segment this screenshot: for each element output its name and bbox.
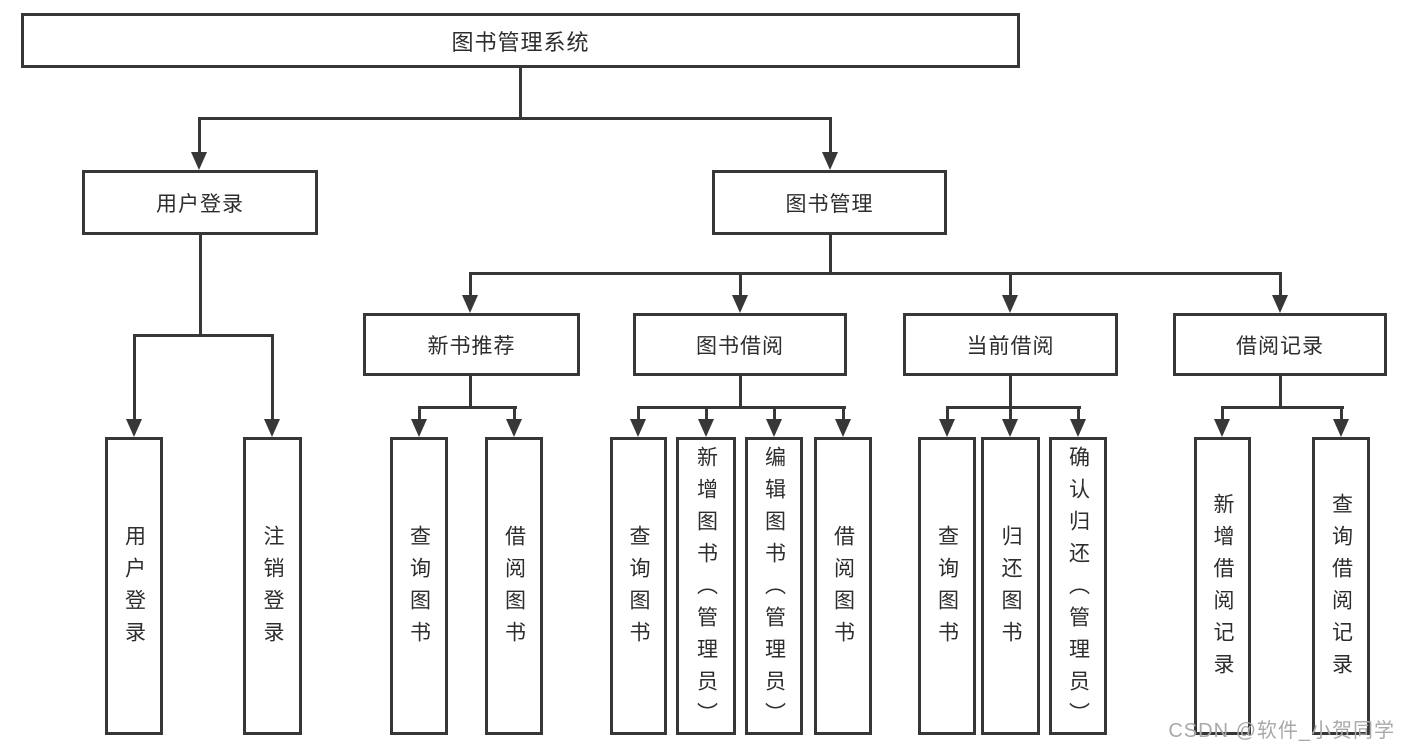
node-book-borrow: 图书借阅	[633, 313, 847, 376]
connector-hline	[637, 406, 846, 409]
connector-vline	[637, 406, 640, 422]
leaf-add-books-admin: 新增图书（管理员）	[676, 437, 736, 735]
arrowhead-down-icon	[1002, 295, 1018, 313]
connector-vline	[513, 406, 516, 422]
leaf-borrow-books-recommend: 借阅图书	[485, 437, 543, 735]
connector-vline	[842, 406, 845, 422]
leaf-query-books-recommend: 查询图书	[390, 437, 448, 735]
connector-vline	[469, 272, 472, 297]
arrowhead-down-icon	[126, 419, 142, 437]
leaf-query-borrow-record: 查询借阅记录	[1312, 437, 1370, 735]
connector-vline	[469, 376, 472, 408]
arrowhead-down-icon	[939, 419, 955, 437]
connector-vline	[1340, 406, 1343, 422]
connector-vline	[1279, 272, 1282, 297]
arrowhead-down-icon	[1333, 419, 1349, 437]
node-borrow-records: 借阅记录	[1173, 313, 1387, 376]
arrowhead-down-icon	[1272, 295, 1288, 313]
arrowhead-down-icon	[462, 295, 478, 313]
connector-vline	[1221, 406, 1224, 422]
node-new-book-recommend: 新书推荐	[363, 313, 580, 376]
arrowhead-down-icon	[822, 152, 838, 170]
leaf-query-books-current: 查询图书	[918, 437, 976, 735]
connector-vline	[739, 376, 742, 408]
connector-hline	[1221, 406, 1344, 409]
connector-vline	[946, 406, 949, 422]
leaf-confirm-return-admin: 确认归还（管理员）	[1049, 437, 1107, 735]
node-book-management: 图书管理	[712, 170, 947, 235]
connector-vline	[739, 272, 742, 297]
connector-vline	[829, 117, 832, 153]
connector-vline	[1009, 376, 1012, 408]
arrowhead-down-icon	[411, 419, 427, 437]
connector-vline	[271, 334, 274, 421]
connector-vline	[133, 334, 136, 421]
leaf-add-borrow-record: 新增借阅记录	[1194, 437, 1251, 735]
arrowhead-down-icon	[732, 295, 748, 313]
connector-vline	[1279, 376, 1282, 408]
arrowhead-down-icon	[1002, 419, 1018, 437]
connector-vline	[773, 406, 776, 422]
node-root: 图书管理系统	[21, 13, 1020, 68]
arrowhead-down-icon	[191, 152, 207, 170]
connector-hline	[198, 117, 832, 120]
arrowhead-down-icon	[630, 419, 646, 437]
leaf-logout: 注销登录	[243, 437, 302, 735]
node-user-login: 用户登录	[82, 170, 318, 235]
connector-vline	[519, 68, 522, 119]
connector-vline	[1009, 406, 1012, 422]
csdn-watermark: CSDN @软件_小贺同学	[1168, 720, 1395, 742]
arrowhead-down-icon	[506, 419, 522, 437]
connector-vline	[1009, 272, 1012, 297]
connector-hline	[418, 406, 517, 409]
connector-vline	[1077, 406, 1080, 422]
leaf-query-books-borrow: 查询图书	[610, 437, 667, 735]
connector-hline	[133, 334, 274, 337]
connector-vline	[199, 235, 202, 335]
arrowhead-down-icon	[1070, 419, 1086, 437]
arrowhead-down-icon	[766, 419, 782, 437]
connector-vline	[705, 406, 708, 422]
arrowhead-down-icon	[698, 419, 714, 437]
leaf-borrow-books: 借阅图书	[814, 437, 872, 735]
connector-hline	[469, 272, 1282, 275]
connector-hline	[946, 406, 1081, 409]
connector-vline	[198, 117, 201, 153]
connector-vline	[829, 235, 832, 275]
arrowhead-down-icon	[264, 419, 280, 437]
connector-vline	[418, 406, 421, 422]
node-current-borrow: 当前借阅	[903, 313, 1118, 376]
leaf-return-books: 归还图书	[981, 437, 1040, 735]
arrowhead-down-icon	[1214, 419, 1230, 437]
arrowhead-down-icon	[835, 419, 851, 437]
leaf-user-login: 用户登录	[105, 437, 163, 735]
leaf-edit-books-admin: 编辑图书（管理员）	[745, 437, 803, 735]
